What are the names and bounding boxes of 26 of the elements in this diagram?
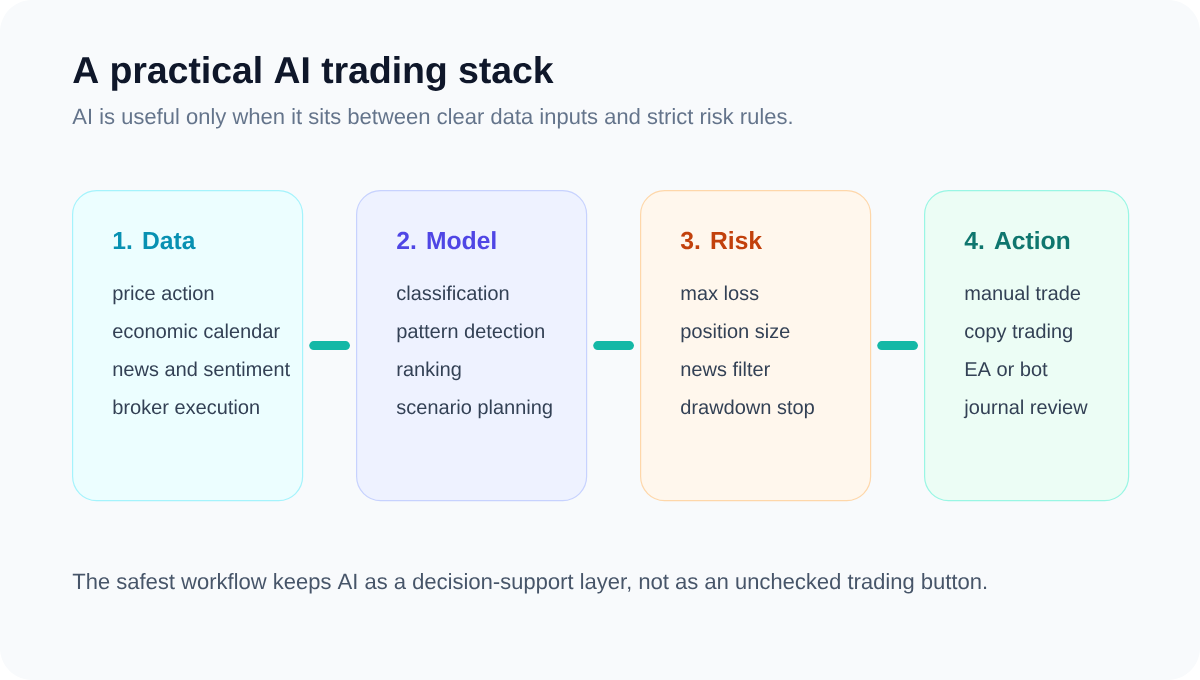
list-item: classification — [397, 285, 509, 301]
list-item: broker execution — [113, 399, 259, 415]
list-item: pattern detection — [397, 323, 544, 343]
list-item: drawdown stop — [681, 399, 814, 419]
connector-bar — [877, 341, 918, 351]
list-item: price action — [113, 285, 214, 305]
list-item: ranking — [397, 361, 461, 381]
list-item: news and sentiment — [113, 361, 290, 377]
list-item: copy trading — [965, 323, 1072, 343]
subtitle: AI is useful only when it sits between clear data inputs and strict risk rules. — [72, 108, 792, 129]
list-item: max loss — [681, 285, 759, 301]
list-item: journal review — [963, 399, 1088, 419]
caption: The safest workflow keeps AI as a decision-support layer, not as an unchecked trading button. — [72, 573, 987, 594]
card-heading: 2. Model — [397, 231, 496, 250]
connector-bar — [593, 341, 634, 351]
title: A practical AI trading stack — [73, 55, 554, 91]
list-item: EA or bot — [965, 361, 1048, 377]
list-item: scenario planning — [396, 399, 552, 419]
list-item: economic calendar — [113, 323, 280, 339]
card-heading: 1. Data — [113, 232, 196, 250]
connector-bar — [309, 341, 350, 351]
list-item: news filter — [681, 361, 770, 377]
list-item: manual trade — [965, 285, 1081, 301]
card-heading: 4. Action — [964, 231, 1070, 250]
list-item: position size — [681, 323, 790, 343]
card-heading: 3. Risk — [680, 231, 763, 250]
